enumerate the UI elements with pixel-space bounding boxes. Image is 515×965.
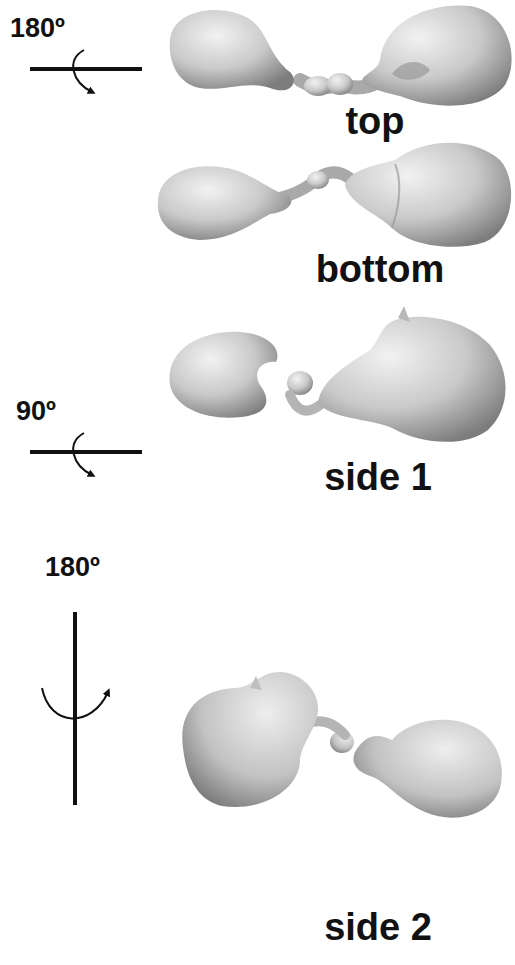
- rotation-symbol: [30, 50, 142, 92]
- rotation-symbol: [42, 612, 108, 805]
- rotation-angle: 90º: [16, 397, 56, 425]
- top-view: [170, 5, 512, 105]
- rotation-symbol: [30, 433, 142, 475]
- side-2-view: [182, 672, 502, 818]
- view-label: side 1: [324, 458, 432, 498]
- rotation-angle: 180º: [10, 14, 65, 42]
- view-label: side 2: [324, 908, 432, 948]
- side-1-view: [170, 306, 506, 442]
- view-label: bottom: [316, 250, 445, 290]
- bottom-view: [158, 143, 511, 247]
- rotation-angle: 180º: [45, 553, 100, 581]
- view-label: top: [345, 102, 404, 142]
